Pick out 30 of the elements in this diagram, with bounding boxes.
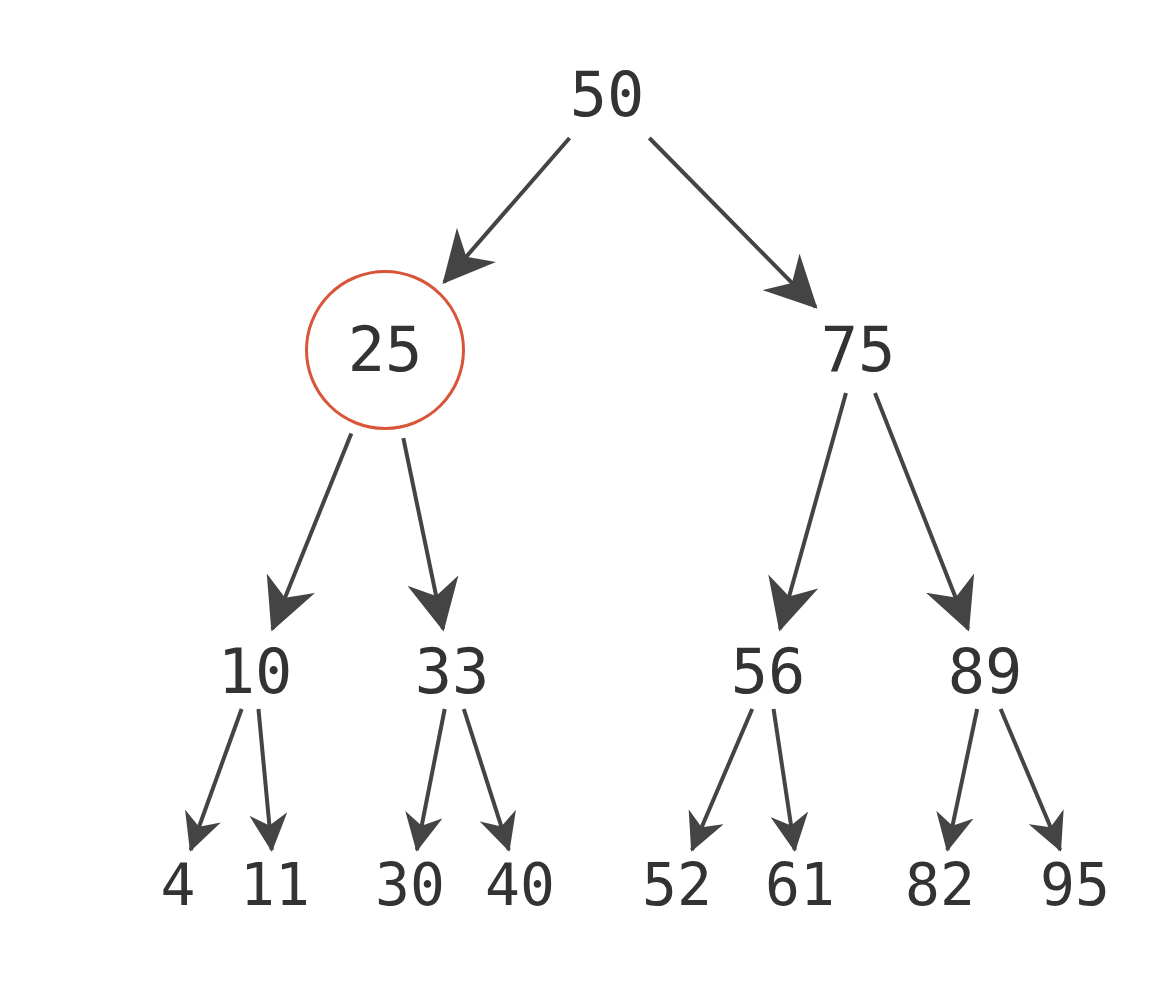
node-value: 56 (726, 639, 810, 705)
node-value: 33 (410, 639, 494, 705)
arrow (249, 708, 288, 852)
node-value: 30 (371, 854, 449, 916)
arrow (936, 708, 980, 852)
arrow (998, 708, 1064, 852)
arrow (461, 708, 516, 852)
arrow (647, 136, 818, 309)
node-value: 11 (236, 854, 314, 916)
node-value: 25 (347, 319, 423, 381)
node-value: 89 (943, 639, 1027, 705)
arrow (185, 708, 244, 852)
node-value: 61 (761, 854, 839, 916)
node-value: 10 (213, 639, 297, 705)
arrow (405, 708, 447, 852)
arrow (442, 136, 572, 285)
node-value: 75 (816, 317, 900, 383)
arrow (873, 392, 975, 632)
node-value: 50 (565, 62, 649, 128)
arrow (770, 708, 809, 852)
highlight-circle (305, 270, 465, 430)
node-value: 82 (901, 854, 979, 916)
node-value: 40 (481, 854, 559, 916)
arrow (401, 437, 459, 632)
node-value: 52 (638, 854, 716, 916)
arrow (768, 392, 848, 632)
node-value: 95 (1036, 854, 1114, 916)
arrow (266, 432, 354, 632)
node-value: 4 (156, 854, 200, 916)
arrow (688, 708, 755, 852)
